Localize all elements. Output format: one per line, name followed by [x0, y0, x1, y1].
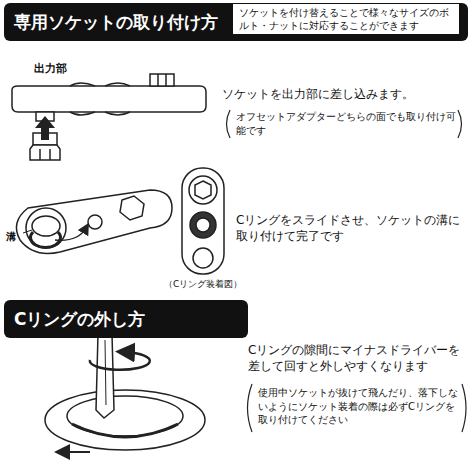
note-text: オフセットアダプターどちらの面でも取り付け可能です — [236, 110, 456, 137]
heading-text: 専用ソケットの取り付け方 — [14, 11, 239, 33]
heading-band: 専用ソケットの取り付け方ソケットを付け替えることで様々なサイズのボルト・ナットに… — [4, 3, 468, 41]
wrench-top — [16, 190, 172, 254]
remove-arrow — [62, 451, 90, 453]
part-label: 出力部 — [34, 62, 94, 77]
figure-caption: （Cリング装着図） — [164, 278, 274, 290]
slide-arrow — [55, 228, 86, 240]
instruction-text: Cリングをスライドさせ、ソケットの溝に取り付けて完了です — [236, 212, 466, 244]
heading-text: Cリングの外し方 — [14, 308, 238, 330]
part-label: 溝 — [6, 230, 22, 244]
body-text: ソケットを付け替えることで様々なサイズのボルト・ナットに対応することができます — [239, 6, 453, 32]
ring-fitted-view — [182, 168, 224, 274]
instruction-text: Cリングの隙間にマイナスドライバーを差して回すと外しやすくなります — [248, 342, 468, 374]
note-bracket — [248, 384, 253, 432]
heading-band: Cリングの外し方 — [4, 300, 248, 338]
wrench-side — [12, 74, 206, 160]
note-bracket — [462, 384, 466, 432]
description-box: ソケットを付け替えることで様々なサイズのボルト・ナットに対応することができます — [232, 3, 460, 35]
note-text: 使用中ソケットが抜けて飛んだり、落下しないようにソケット装着の際は必ずCリングを… — [258, 386, 458, 427]
insert-arrow — [35, 116, 55, 140]
note-bracket — [227, 110, 231, 138]
turn-arrow — [90, 352, 150, 370]
instruction-text: ソケットを出力部に差し込みます。 — [222, 86, 462, 102]
ring-removal — [45, 334, 205, 450]
leader-line — [23, 230, 32, 233]
note-bracket — [458, 110, 462, 138]
